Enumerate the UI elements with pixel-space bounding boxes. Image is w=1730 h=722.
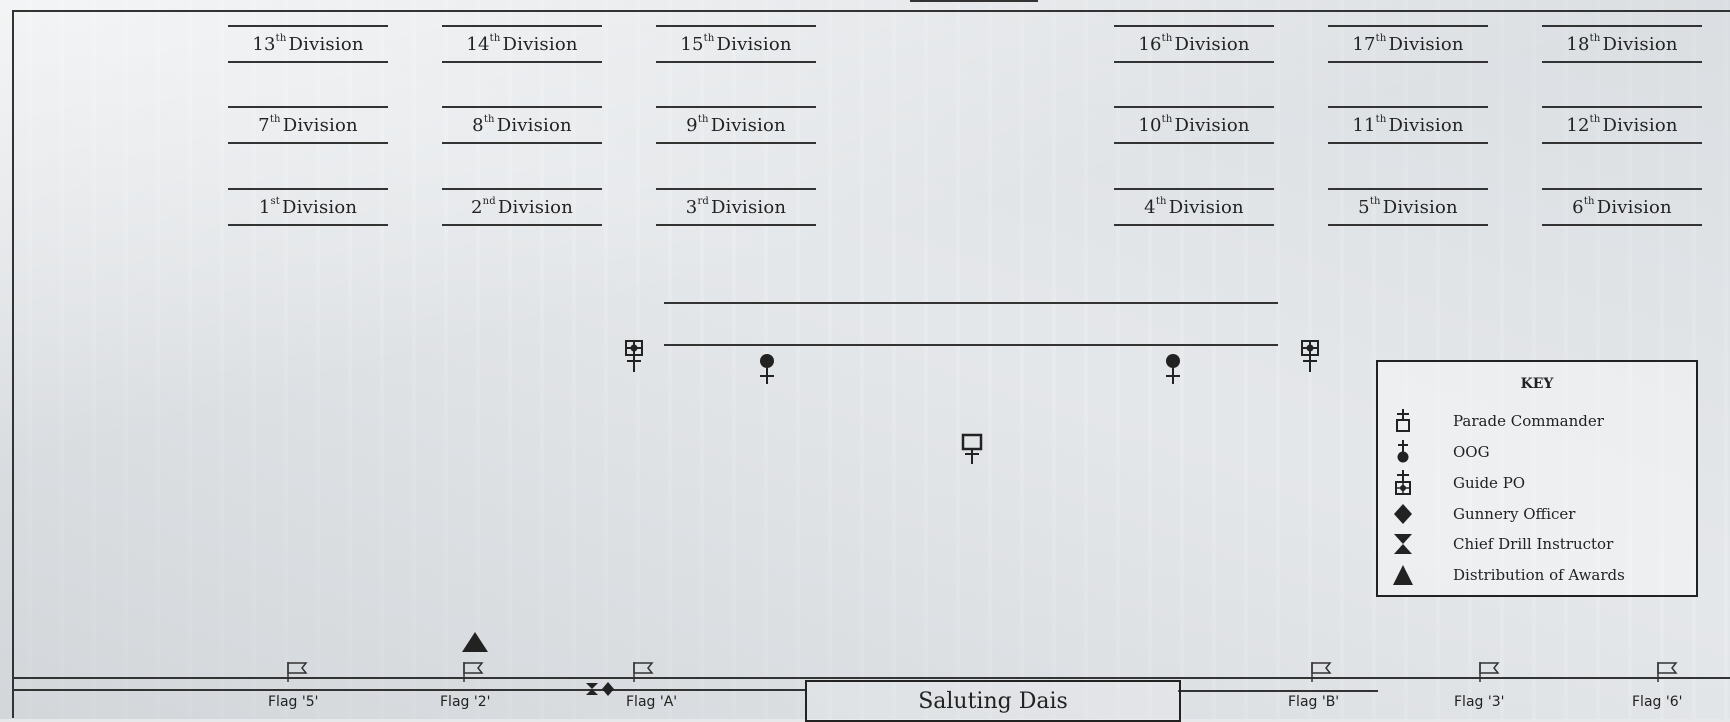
key-item-gunnery-officer: Gunnery Officer — [1378, 499, 1696, 529]
flag-label: Flag 'B' — [1288, 694, 1340, 710]
flag-icon — [1657, 662, 1678, 682]
key-title: KEY — [1520, 376, 1554, 392]
flag-label: Flag '3' — [1454, 694, 1505, 710]
guide-po-icon — [1395, 470, 1411, 495]
flag-line — [12, 677, 1730, 679]
guide-po-icon — [1301, 340, 1319, 372]
parade-commander-icon — [1396, 409, 1410, 432]
flag-label: Flag '6' — [1632, 694, 1683, 710]
oog-icon — [760, 354, 774, 384]
oog-icon — [1166, 354, 1180, 384]
key-label: Gunnery Officer — [1453, 505, 1576, 523]
key-label: Distribution of Awards — [1453, 566, 1625, 584]
flag-icon — [633, 662, 654, 682]
key-label: OOG — [1453, 443, 1490, 461]
parade-commander-icon — [961, 433, 983, 464]
guide-po-icon — [625, 340, 643, 372]
flag-label: Flag 'A' — [626, 694, 678, 710]
chief-drill-instructor-icon — [1394, 534, 1412, 554]
gunnery-officer-icon — [1394, 504, 1412, 524]
parade-ground-border — [12, 10, 1730, 718]
key-item-oog: OOG — [1378, 437, 1696, 467]
flag-icon — [1479, 662, 1500, 682]
key-item-chief-drill-instructor: Chief Drill Instructor — [1378, 529, 1696, 559]
top-edge-marker — [910, 0, 1038, 2]
key-item-guide-po: Guide PO — [1378, 468, 1696, 498]
base-line-left — [12, 689, 806, 691]
flag-icon — [287, 662, 308, 682]
saluting-dais: Saluting Dais — [805, 680, 1181, 722]
chief-drill-instructor-icon — [586, 683, 598, 695]
officers-rank-line-lower — [664, 344, 1278, 346]
officers-rank-line-upper — [664, 302, 1278, 304]
key-label: Guide PO — [1453, 474, 1526, 492]
flag-label: Flag '2' — [440, 694, 491, 710]
key-label: Parade Commander — [1453, 412, 1604, 430]
distribution-of-awards-icon — [462, 632, 488, 652]
key-item-distribution-of-awards: Distribution of Awards — [1378, 560, 1696, 590]
key-item-parade-commander: Parade Commander — [1378, 406, 1696, 436]
flag-label: Flag '5' — [268, 694, 319, 710]
distribution-of-awards-icon — [1393, 565, 1413, 585]
oog-icon — [1397, 440, 1409, 463]
flag-icon — [1311, 662, 1332, 682]
flag-icon — [463, 662, 484, 682]
legend-key: KEY Parade Commander OOG Guide PO — [1376, 360, 1698, 597]
gunnery-officer-icon — [602, 682, 614, 696]
base-line-right — [1178, 690, 1378, 692]
key-label: Chief Drill Instructor — [1453, 535, 1614, 553]
